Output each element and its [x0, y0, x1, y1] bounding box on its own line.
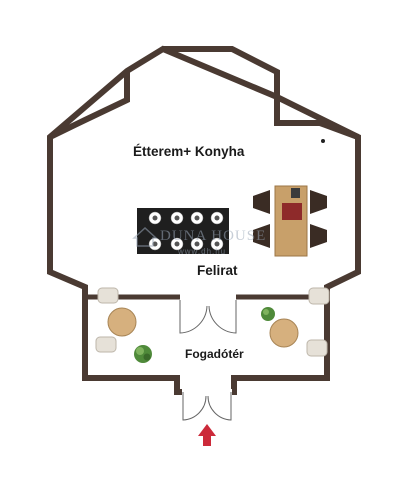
- double-door-icon: [182, 389, 232, 421]
- plant-icon: [134, 345, 152, 363]
- double-door-icon: [179, 297, 237, 334]
- room-label-sign: Felirat: [197, 263, 238, 278]
- upper-wall-top: [163, 46, 280, 97]
- room-label-restaurant-kitchen: Étterem+ Konyha: [133, 144, 245, 159]
- fixture-dot: [321, 139, 325, 143]
- upper-wall-right: [274, 97, 360, 140]
- room-label-lobby: Fogadótér: [185, 347, 244, 361]
- plant-icon: [261, 307, 275, 321]
- upper-wall: [48, 71, 130, 140]
- lobby-table-right: [269, 287, 330, 357]
- dining-table-dark: [137, 208, 229, 254]
- lobby-table-left: [95, 287, 137, 353]
- wooden-desk: [274, 185, 308, 257]
- arrow-up-icon: [198, 424, 216, 446]
- desk-chairs: [253, 190, 327, 248]
